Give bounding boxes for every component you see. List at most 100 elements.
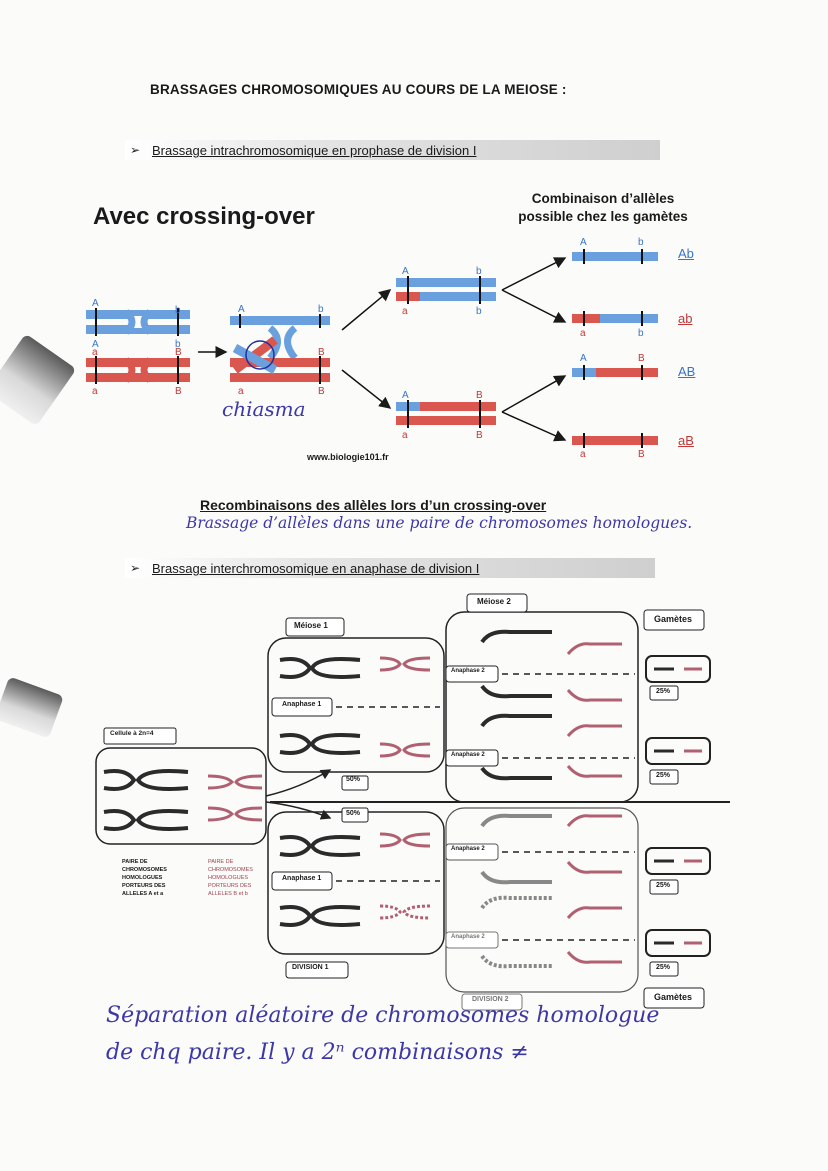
allele-B-label: B <box>175 386 182 397</box>
allele-b-label: b <box>476 266 482 277</box>
page-title: BRASSAGES CHROMOSOMIQUES AU COURS DE LA … <box>150 82 567 97</box>
allele-b-label: b <box>638 328 644 339</box>
arrow <box>501 257 567 291</box>
legend-line: CHROMOSOMES <box>208 867 253 873</box>
handwritten-note-1: Brassage d’allèles dans une paire de chr… <box>186 514 693 532</box>
recombined-pair-bottom: A B a B <box>396 390 496 441</box>
legend-line: PORTEURS DES <box>208 883 252 889</box>
binder-clip-top <box>0 333 77 427</box>
allele-a-label: a <box>402 430 408 441</box>
section1-bullet: ➢ <box>130 143 141 157</box>
legend-line: PAIRE DE <box>122 859 148 865</box>
legend-right: PAIRE DE CHROMOSOMES HOMOLOGUES PORTEURS… <box>208 858 253 898</box>
combination-title-line2: possible chez les gamètes <box>518 209 688 224</box>
allele-b-label: b <box>476 306 482 317</box>
anaphase1-label: Anaphase 1 <box>282 701 322 708</box>
percent-25: 25% <box>656 772 671 779</box>
meiose2-bottom-box <box>445 807 639 993</box>
recombination-caption: Recombinaisons des allèles lors d’un cro… <box>200 497 547 513</box>
source-url: www.biologie101.fr <box>307 452 389 462</box>
percent-25: 25% <box>656 964 671 971</box>
recombined-pair-top: A b a b <box>396 266 496 317</box>
crossing-over-diagram: A b A b a B a B A b B B a A b <box>86 237 658 448</box>
arrow <box>501 411 567 442</box>
legend-line: HOMOLOGUES <box>208 875 249 881</box>
allele-A-label: A <box>238 304 245 315</box>
allele-B-label: B <box>318 386 325 397</box>
allele-B-label: B <box>638 353 645 364</box>
arrow <box>501 375 567 413</box>
chiasma-pair: A b B B a <box>230 304 330 397</box>
legend-line: HOMOLOGUES <box>122 875 163 881</box>
allele-b-label: b <box>318 304 324 315</box>
allele-B-label: B <box>476 430 483 441</box>
arrow <box>341 289 392 331</box>
gametes-bottom-label: Gamètes <box>654 992 693 1002</box>
allele-A-label: A <box>580 237 587 248</box>
handwritten-chiasma: chiasma <box>222 397 306 421</box>
percent-25: 25% <box>656 882 671 889</box>
meiose1-top-box <box>267 637 445 773</box>
binder-clip-bottom <box>0 676 64 739</box>
allele-A-label: A <box>92 298 99 309</box>
interchromosomal-diagram <box>95 593 730 1011</box>
legend-line: PAIRE DE <box>208 859 234 865</box>
arrow <box>341 369 392 409</box>
division1-label: DIVISION 1 <box>292 964 329 971</box>
percent-50-bottom: 50% <box>346 810 361 817</box>
meiose2-label: Méiose 2 <box>477 597 511 606</box>
allele-A-label: A <box>92 339 99 350</box>
legend-line: CHROMOSOMES <box>122 867 167 873</box>
allele-a-label: a <box>92 386 98 397</box>
legend-left: PAIRE DE CHROMOSOMES HOMOLOGUES PORTEURS… <box>122 858 167 898</box>
section2-label: Brassage interchromosomique en anaphase … <box>152 561 480 576</box>
gamete-aB <box>572 433 658 448</box>
combination-title-line1: Combinaison d’allèles <box>531 191 675 206</box>
legend-line: ALLELES A et a <box>122 891 164 897</box>
allele-a-label: a <box>580 328 586 339</box>
allele-a-label: a <box>238 386 244 397</box>
combination-aB: aB <box>678 433 694 448</box>
section2-bullet: ➢ <box>130 561 141 575</box>
section1-label: Brassage intrachromosomique en prophase … <box>152 143 477 158</box>
crossing-over-heading: Avec crossing-over <box>93 203 315 230</box>
section2-bar <box>125 558 655 578</box>
legend-line: PORTEURS DES <box>122 883 166 889</box>
combination-AB: AB <box>678 364 696 379</box>
anaphase2-label: Anaphase 2 <box>451 846 485 852</box>
allele-A-label: A <box>402 390 409 401</box>
division2-label: DIVISION 2 <box>472 996 509 1003</box>
combination-Ab: Ab <box>678 246 694 261</box>
allele-B-label: B <box>318 347 325 358</box>
allele-b-label: b <box>175 305 181 316</box>
anaphase2-label: Anaphase 2 <box>451 668 485 674</box>
handwritten-note-2-line2: de chq paire. Il y a 2ⁿ combinaisons ≠ <box>106 1040 529 1065</box>
meiose2-top-box <box>445 611 639 803</box>
percent-50-top: 50% <box>346 776 361 783</box>
anaphase2-label: Anaphase 2 <box>451 752 485 758</box>
gamete-ab: a b <box>572 311 658 339</box>
cellule-label: Cellule à 2n=4 <box>110 730 154 737</box>
percent-25: 25% <box>656 688 671 695</box>
combination-title: Combinaison d’allèles possible chez les … <box>508 190 698 226</box>
allele-b-label: b <box>638 237 644 248</box>
allele-B-label: B <box>175 347 182 358</box>
combination-ab: ab <box>678 311 693 326</box>
allele-a-label: a <box>92 347 98 358</box>
allele-a-label: a <box>580 449 586 460</box>
allele-B-label: B <box>638 449 645 460</box>
gamete-Ab: A b <box>572 237 658 264</box>
anaphase1-label: Anaphase 1 <box>282 875 322 882</box>
legend-line: ALLELES B et b <box>208 891 248 897</box>
allele-b-label: b <box>175 339 181 350</box>
allele-a-label: a <box>402 306 408 317</box>
allele-B-label: B <box>476 390 483 401</box>
allele-A-label: A <box>580 353 587 364</box>
gamete-AB: A B <box>572 353 658 380</box>
anaphase2-label: Anaphase 2 <box>451 934 485 940</box>
section1-bar <box>125 140 660 160</box>
arrow <box>501 289 567 323</box>
handwritten-note-2-line1: Séparation aléatoire de chromosomes homo… <box>106 1003 660 1028</box>
meiose1-label: Méiose 1 <box>294 621 328 630</box>
initial-pair: A b A b a B a B <box>86 298 190 397</box>
